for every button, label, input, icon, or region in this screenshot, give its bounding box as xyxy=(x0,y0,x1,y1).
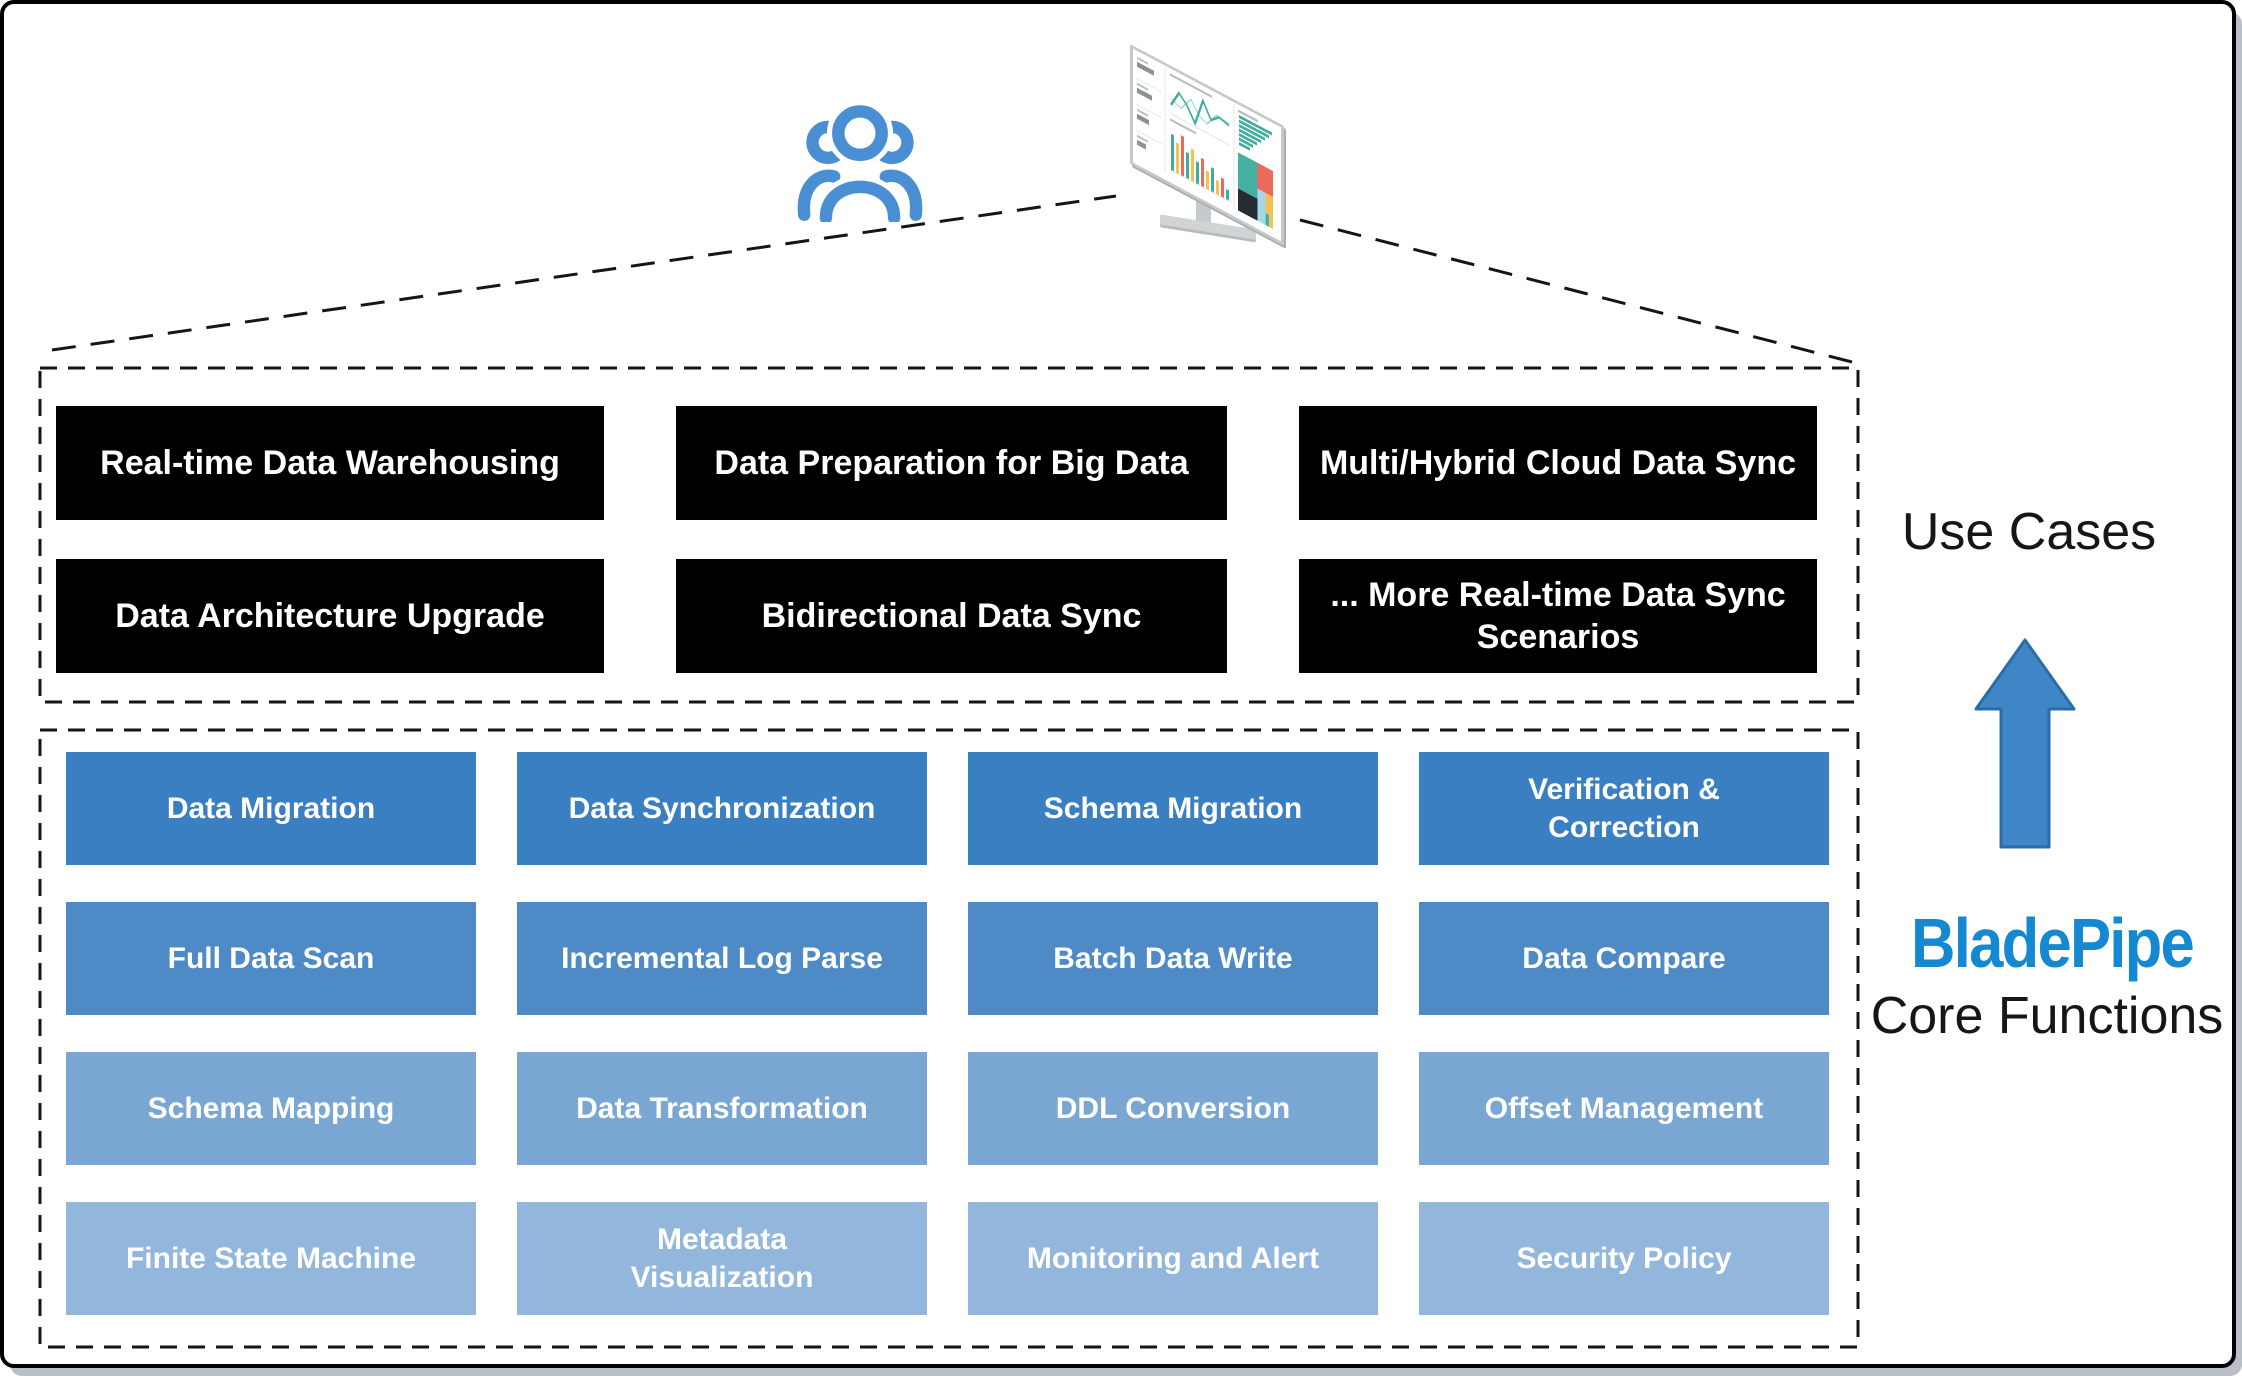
monitor-dashboard-graphic xyxy=(1136,56,1274,230)
core-function-item: Data Migration xyxy=(66,752,476,865)
core-function-item: Verification & Correction xyxy=(1419,752,1829,865)
core-function-item: Finite State Machine xyxy=(66,1202,476,1315)
core-function-item: Schema Mapping xyxy=(66,1052,476,1165)
use-case-item: Data Preparation for Big Data xyxy=(676,406,1227,520)
connector-dashed-line-right xyxy=(1299,218,1853,364)
use-cases-section-label: Use Cases xyxy=(1901,503,2157,561)
core-function-item: Security Policy xyxy=(1419,1202,1829,1315)
core-function-item: Data Transformation xyxy=(517,1052,927,1165)
core-function-item: Batch Data Write xyxy=(968,902,1378,1015)
core-function-item: Full Data Scan xyxy=(66,902,476,1015)
use-case-item: Data Architecture Upgrade xyxy=(56,559,604,673)
core-function-item: DDL Conversion xyxy=(968,1052,1378,1165)
use-case-item: ... More Real-time Data Sync Scenarios xyxy=(1299,559,1817,673)
up-arrow-icon xyxy=(1973,637,2077,855)
dashboard-monitor-icon xyxy=(1130,44,1320,254)
core-function-item: Monitoring and Alert xyxy=(968,1202,1378,1315)
use-case-item: Multi/Hybrid Cloud Data Sync xyxy=(1299,406,1817,520)
core-functions-grid: Data Migration Data Synchronization Sche… xyxy=(66,752,1829,1315)
core-function-item: Data Synchronization xyxy=(517,752,927,865)
monitor-screen xyxy=(1130,44,1284,246)
bladepipe-logo: BladePipe xyxy=(1910,904,2195,982)
core-function-item: Schema Migration xyxy=(968,752,1378,865)
connector-dashed-line-left xyxy=(51,194,1117,352)
core-function-item: Data Compare xyxy=(1419,902,1829,1015)
core-functions-section-label: Core Functions xyxy=(1870,987,2224,1045)
people-group-icon xyxy=(795,98,925,230)
use-case-item: Bidirectional Data Sync xyxy=(676,559,1227,673)
use-cases-grid: Real-time Data Warehousing Data Preparat… xyxy=(56,406,1817,673)
core-function-item: Offset Management xyxy=(1419,1052,1829,1165)
core-function-item: Incremental Log Parse xyxy=(517,902,927,1015)
use-case-item: Real-time Data Warehousing xyxy=(56,406,604,520)
core-function-item: Metadata Visualization xyxy=(517,1202,927,1315)
